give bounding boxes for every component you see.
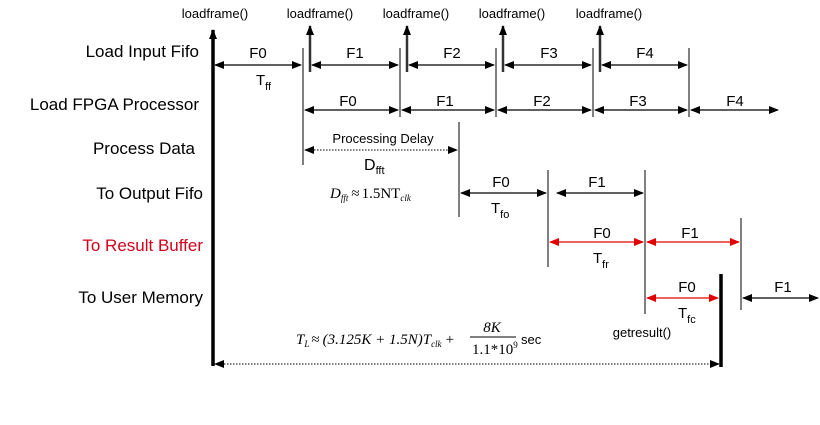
dfft-label: Dfft (364, 157, 385, 177)
output-fifo-frame-1: F1 (588, 174, 606, 191)
processing-delay-label: Processing Delay (332, 131, 434, 146)
tfc-label: Tfc (678, 305, 696, 326)
loadframe-label-2: loadframe() (383, 6, 449, 21)
output-fifo-frame-0: F0 (492, 174, 510, 191)
getresult-label: getresult() (613, 325, 672, 340)
loadframe-label-4: loadframe() (576, 6, 642, 21)
loadframe-label-1: loadframe() (287, 6, 353, 21)
fpga-frame-1: F1 (436, 93, 454, 110)
result-buffer-frame-1: F1 (681, 225, 699, 242)
input-fifo-frame-1: F1 (346, 45, 364, 62)
lane-label-process-data: Process Data (93, 139, 196, 158)
result-buffer-frame-0: F0 (593, 225, 611, 242)
fpga-frame-3: F3 (629, 93, 647, 110)
tff-label: Tff (256, 72, 272, 93)
input-fifo-frame-2: F2 (443, 45, 461, 62)
user-memory-frame-1: F1 (774, 279, 792, 296)
total-latency-denominator: 1.1*109 (472, 340, 518, 358)
fpga-frame-2: F2 (533, 93, 551, 110)
user-memory-frame-0: F0 (678, 279, 696, 296)
input-fifo-frame-3: F3 (540, 45, 558, 62)
loadframe-label-3: loadframe() (479, 6, 545, 21)
total-latency-numerator: 8K (483, 320, 502, 336)
lane-label-to-output-fifo: To Output Fifo (96, 184, 203, 203)
total-latency-unit: sec (521, 332, 542, 347)
fpga-frame-4: F4 (726, 93, 744, 110)
input-fifo-frame-4: F4 (636, 45, 654, 62)
tfr-label: Tfr (593, 250, 609, 271)
lane-label-to-user-memory: To User Memory (78, 288, 203, 307)
total-latency-formula: TL≈(3.125K + 1.5N)Tclk+ (296, 332, 454, 349)
tfo-label: Tfo (491, 200, 509, 221)
boundary-ticks (302, 48, 742, 314)
fpga-frame-0: F0 (339, 93, 357, 110)
input-fifo-frame-0: F0 (249, 45, 267, 62)
lane-label-load-input-fifo: Load Input Fifo (86, 42, 199, 61)
lane-label-to-result-buffer: To Result Buffer (82, 236, 203, 255)
dfft-formula: Dfft≈1.5NTclk (329, 186, 412, 203)
loadframe-label-0: loadframe() (182, 6, 248, 21)
lane-label-load-fpga-processor: Load FPGA Processor (30, 95, 199, 114)
